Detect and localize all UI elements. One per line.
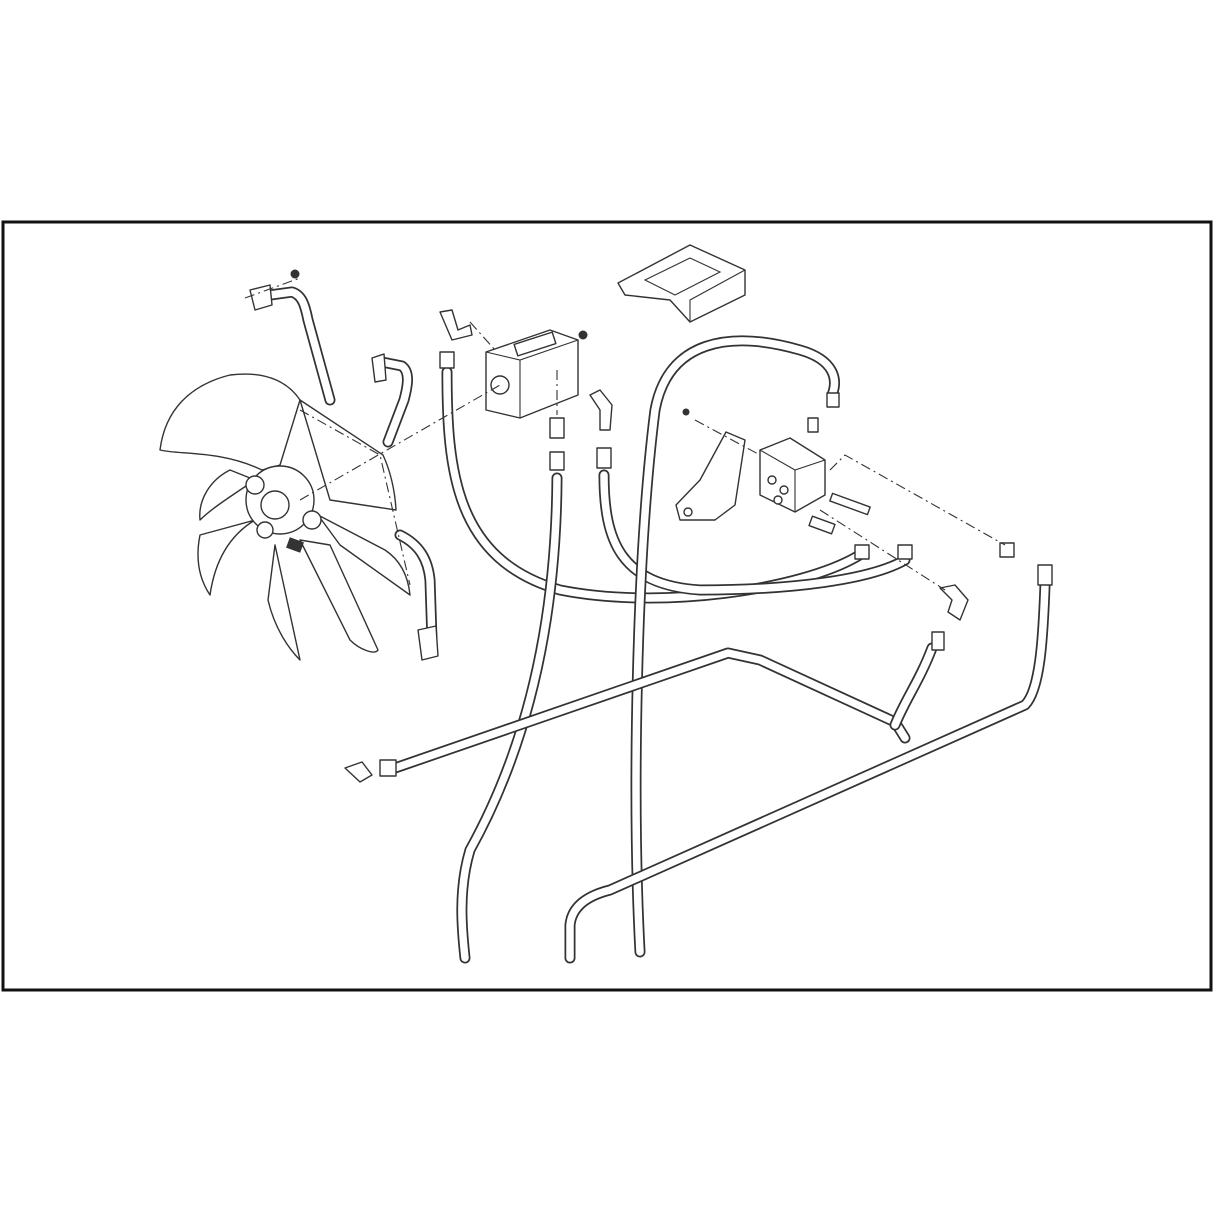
fan-blade [299,399,397,511]
hose-fan-top [264,286,336,406]
hose-short-valve [889,642,938,731]
fan-blade [299,539,379,653]
hoses [264,286,1051,964]
hose-fan-bottom [394,529,438,646]
fan-blade [199,469,256,521]
pipe-right-long [564,579,1051,964]
center-lines [244,277,1006,591]
mounting-bracket [675,431,746,521]
pipe-left-to-valve [389,647,911,774]
fan-blade [197,519,256,596]
hydraulic-pump [485,329,588,419]
fan-blade [159,373,301,471]
fittings [249,269,1053,783]
hose-arch [630,335,840,958]
hose-pump-valve [598,469,911,596]
fan [159,373,411,661]
hose-pump-down [456,472,563,964]
fan-blade [317,514,411,596]
diagram-frame [1,220,1213,992]
valve-block [759,437,826,513]
hose-fan-mid [376,356,413,448]
fan-blade [267,544,301,661]
pump-cover-plate [617,244,746,323]
